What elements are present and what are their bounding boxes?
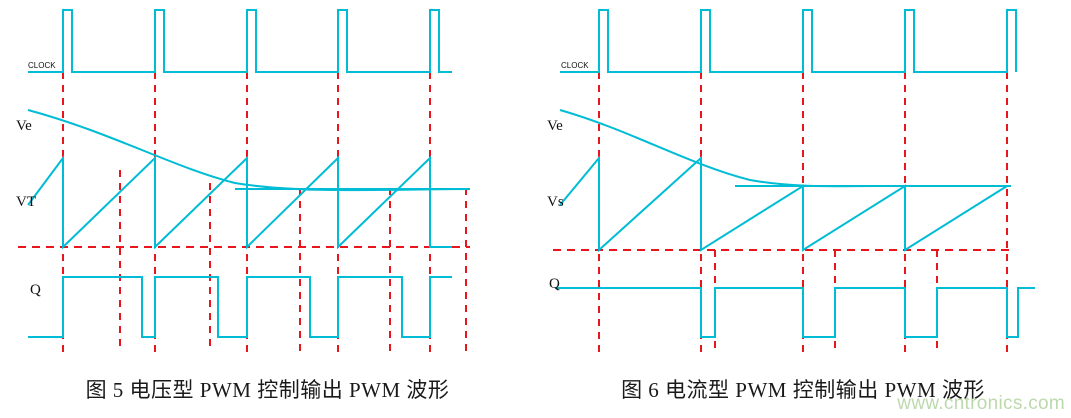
vt-label: VT bbox=[16, 194, 36, 210]
ve-curve bbox=[559, 109, 876, 188]
clock-label: CLOCK bbox=[28, 61, 56, 70]
vs-sawtooth-waveform bbox=[559, 155, 1008, 253]
ve-label: Ve bbox=[16, 118, 32, 134]
figure-caption-voltage-mode: 图 5 电压型 PWM 控制输出 PWM 波形 bbox=[85, 378, 450, 402]
ve-label: Ve bbox=[547, 118, 563, 134]
site-watermark: www.cntronics.com bbox=[897, 393, 1065, 414]
vs-label: Vs bbox=[547, 194, 564, 210]
q-output-waveform bbox=[28, 276, 452, 338]
figure-caption-current-mode: 图 6 电流型 PWM 控制输出 PWM 波形 bbox=[621, 378, 985, 402]
clock-waveform bbox=[28, 9, 452, 73]
figure-panel-voltage-mode: CLOCK Ve VT Q 图 5 电压型 PWM 控制输出 PWM 波形 bbox=[0, 0, 535, 418]
clock-label: CLOCK bbox=[561, 61, 589, 70]
ve-curve bbox=[27, 109, 471, 192]
clock-waveform bbox=[560, 9, 1017, 73]
q-output-waveform bbox=[555, 287, 1035, 338]
waveform-diagram-voltage-mode: CLOCK Ve VT Q bbox=[16, 9, 471, 352]
q-label: Q bbox=[30, 282, 41, 298]
q-label: Q bbox=[549, 276, 560, 292]
figure-panel-current-mode: CLOCK Ve Vs Q 图 6 电流型 PWM 控制输出 PWM 波形 bbox=[535, 0, 1071, 418]
comparator-crossing-markers bbox=[119, 170, 467, 352]
vt-sawtooth-waveform bbox=[27, 154, 452, 250]
waveform-diagram-current-mode: CLOCK Ve Vs Q bbox=[547, 9, 1035, 352]
